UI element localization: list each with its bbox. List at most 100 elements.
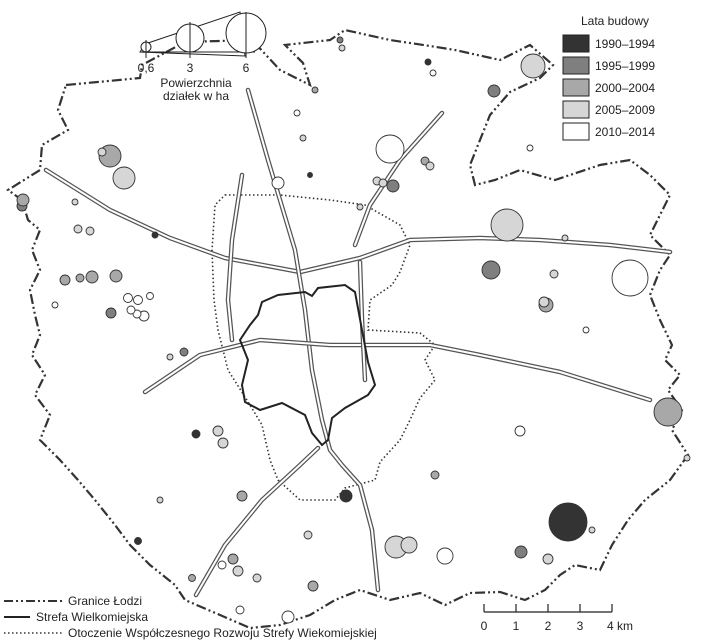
plot-circle xyxy=(542,553,554,565)
legend-label-otoczenie: Otoczenie Współczesnego Rozwoju Strefy W… xyxy=(68,626,377,640)
plot-circle xyxy=(375,134,405,164)
scale-bar-label-0: 0 xyxy=(481,619,488,633)
plot-circle xyxy=(191,429,201,439)
legend-swatch xyxy=(562,122,590,141)
plot-circle xyxy=(271,176,285,190)
plot-circle xyxy=(386,179,400,193)
plot-circle xyxy=(232,565,244,577)
plot-circle xyxy=(425,161,435,171)
scale-bar: 0 1 2 3 4 km xyxy=(481,604,633,633)
plot-circle xyxy=(311,86,319,94)
size-legend-title-line2: działek w ha xyxy=(163,89,229,103)
size-legend-title-line1: Powierzchnia xyxy=(160,76,232,90)
road-network xyxy=(43,87,673,598)
plot-circle xyxy=(424,58,432,66)
plot-circle xyxy=(126,305,136,315)
plot-circle xyxy=(526,144,534,152)
legend-swatch-label: 2010–2014 xyxy=(595,125,655,139)
plot-circle xyxy=(520,53,546,79)
plot-circle xyxy=(188,574,196,582)
plot-circle xyxy=(236,490,248,502)
plot-circle xyxy=(105,307,117,319)
strefa-wielkomiejska-boundary xyxy=(238,283,377,447)
plot-circle xyxy=(109,269,123,283)
lodz-boundary xyxy=(6,28,690,630)
plot-circle xyxy=(538,296,550,308)
plot-circle xyxy=(85,270,99,284)
plot-circle xyxy=(132,309,142,319)
color-legend-title: Lata budowy xyxy=(581,14,649,28)
color-legend: Lata budowy 1990–1994 1995–1999 2000–2004 2… xyxy=(562,14,655,141)
scale-bar-label-4: 4 km xyxy=(607,619,633,633)
plot-circle xyxy=(549,269,559,279)
plot-circle xyxy=(235,605,245,615)
legend-swatch-label: 1995–1999 xyxy=(595,59,655,73)
plot-circle xyxy=(653,397,683,427)
plot-circle xyxy=(307,580,319,592)
plot-circle xyxy=(179,347,189,357)
plot-circle xyxy=(561,234,569,242)
plot-circle xyxy=(487,84,501,98)
plot-circle xyxy=(429,69,437,77)
plot-circle xyxy=(73,224,83,234)
plot-circle xyxy=(217,437,229,449)
plot-circle xyxy=(97,147,107,157)
plot-circle xyxy=(514,425,526,437)
plot-circle xyxy=(303,530,313,540)
plot-circle xyxy=(293,109,301,117)
plot-circle xyxy=(281,610,295,624)
plot-circle xyxy=(151,231,159,239)
plot-circle xyxy=(336,36,344,44)
plot-circle xyxy=(356,203,364,211)
plot-circle xyxy=(582,326,590,334)
plot-circle xyxy=(123,293,133,303)
legend-swatch-label: 2000–2004 xyxy=(595,81,655,95)
plot-circle xyxy=(85,226,95,236)
plot-circle xyxy=(227,553,239,565)
legend-swatch-label: 1990–1994 xyxy=(595,37,655,51)
plot-circle xyxy=(400,536,418,554)
line-legend: Granice Łodzi Strefa Wielkomiejska Otocz… xyxy=(4,594,377,640)
plot-circle xyxy=(75,273,85,283)
scale-bar-label-2: 2 xyxy=(545,619,552,633)
plot-circle xyxy=(252,573,262,583)
plot-circle xyxy=(436,547,454,565)
plot-circle xyxy=(166,353,174,361)
plot-circle xyxy=(16,193,30,207)
legend-swatch xyxy=(562,34,590,53)
plot-circle xyxy=(490,208,524,242)
otoczenie-boundary xyxy=(211,194,437,501)
plot-circle xyxy=(51,301,59,309)
plot-circle xyxy=(481,260,501,280)
scale-bar-label-1: 1 xyxy=(513,619,520,633)
plot-circle xyxy=(307,172,313,178)
legend-label-granice: Granice Łodzi xyxy=(68,594,142,608)
legend-swatch xyxy=(562,56,590,75)
plot-circle xyxy=(378,178,388,188)
size-legend-value-small: 0,6 xyxy=(138,61,155,75)
plot-circle xyxy=(588,526,596,534)
plot-circle xyxy=(212,425,224,437)
legend-swatch-label: 2005–2009 xyxy=(595,103,655,117)
plot-circle xyxy=(548,502,588,542)
legend-label-strefa: Strefa Wielkomiejska xyxy=(36,610,148,624)
plot-circle xyxy=(112,166,136,190)
investment-plots xyxy=(16,36,691,624)
plot-circle xyxy=(430,470,440,480)
legend-swatch xyxy=(562,100,590,119)
plot-circle xyxy=(59,274,71,286)
plot-circle xyxy=(299,134,307,142)
plot-circle xyxy=(133,295,143,305)
plot-circle xyxy=(338,44,346,52)
size-legend-value-large: 6 xyxy=(243,61,250,75)
plot-circle xyxy=(146,292,154,300)
plot-circle xyxy=(156,496,164,504)
plot-circle xyxy=(514,545,528,559)
size-legend: 0,6 3 6 Powierzchnia działek w ha xyxy=(138,11,267,103)
plot-circle xyxy=(134,537,142,545)
plot-circle xyxy=(217,560,227,570)
plot-circle xyxy=(339,489,353,503)
plot-circle xyxy=(71,198,79,206)
plot-circle xyxy=(611,259,649,297)
